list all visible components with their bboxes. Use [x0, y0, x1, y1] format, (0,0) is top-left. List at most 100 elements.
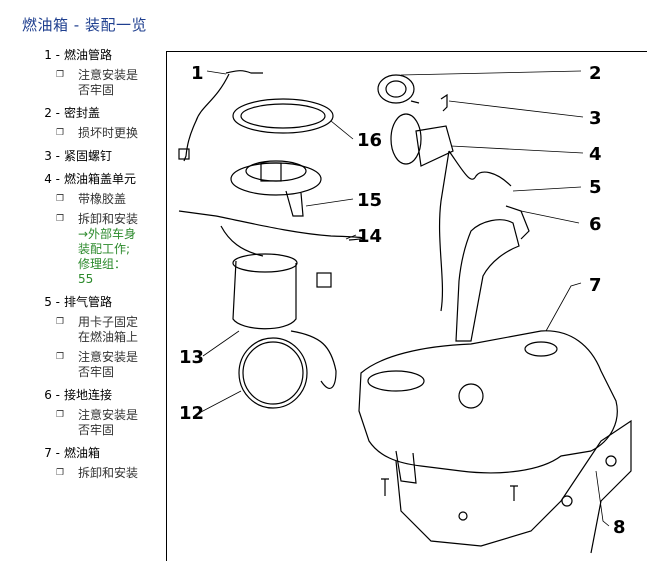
item-note: 损坏时更换	[78, 126, 139, 140]
sealing-cap-2-tether	[410, 100, 420, 104]
cap-unit-15-top	[245, 160, 307, 182]
checkbox-icon: ❐	[56, 128, 65, 138]
strap-bolt	[381, 478, 389, 496]
heat-shield-8	[395, 419, 632, 554]
callout-14: 14	[357, 226, 382, 247]
item-note: 拆卸和安装	[78, 212, 139, 226]
checkbox-icon: ❐	[56, 317, 65, 327]
leader-2	[400, 70, 582, 76]
item-label: 接地连接	[64, 388, 113, 402]
fuel-line-1	[183, 70, 263, 162]
o-ring-12	[238, 337, 308, 409]
list-item: 2 - 密封盖 ❐ 损坏时更换	[38, 106, 160, 141]
seal-ring-16-inner	[240, 103, 326, 129]
item-note: 注意安装是否牢固	[78, 408, 139, 437]
fuel-line-clip	[178, 148, 190, 160]
pump-lead	[290, 330, 337, 389]
list-item: 6 - 接地连接 ❐ 注意安装是否牢固	[38, 388, 160, 438]
checkbox-icon: ❐	[56, 410, 65, 420]
o-ring-12-inner	[242, 341, 304, 405]
checkbox-icon: ❐	[56, 214, 65, 224]
list-item: 1 - 燃油管路 ❐ 注意安装是否牢固	[38, 48, 160, 98]
pump-module-13-top	[232, 253, 298, 273]
pump-wire	[220, 225, 264, 257]
callout-15: 15	[357, 190, 382, 211]
item-number: 3 -	[44, 149, 60, 163]
diagram-svg: 1 2 3 4 5 6 7 8 12 13 14 15 16	[178, 63, 632, 554]
item-label: 燃油管路	[64, 48, 113, 62]
callout-13: 13	[179, 347, 204, 368]
leader-13	[202, 330, 240, 357]
checkbox-icon: ❐	[56, 70, 65, 80]
leader-1	[206, 70, 227, 75]
callout-4: 4	[589, 144, 602, 165]
checkbox-icon: ❐	[56, 468, 65, 478]
pump-connector	[316, 272, 332, 288]
strap-bolt	[510, 485, 518, 501]
fuel-tank-7	[358, 330, 618, 474]
list-item: 3 - 紧固螺钉	[38, 149, 160, 164]
item-number: 7 -	[44, 446, 60, 460]
item-note: 拆卸和安装	[78, 466, 139, 480]
sealing-cap-2	[377, 74, 415, 104]
tank-cap-unit-4-body	[415, 125, 454, 167]
tank-flange	[367, 370, 425, 392]
tank-drain	[458, 383, 484, 409]
cap-unit-15-pump	[285, 190, 304, 217]
tank-strap	[395, 450, 417, 484]
tank-cap-unit-4	[390, 113, 422, 165]
screw-3	[440, 93, 448, 112]
item-number: 2 -	[44, 106, 60, 120]
list-item: 4 - 燃油箱盖单元 ❐ 带橡胶盖 ❐ 拆卸和安装 →外部车身装配工作; 修理组：55	[38, 172, 160, 287]
leader-15	[305, 198, 354, 207]
leader-3	[448, 100, 584, 118]
leader-4	[450, 145, 584, 154]
callout-1: 1	[191, 63, 204, 84]
cap-unit-15	[230, 162, 322, 196]
item-number: 6 -	[44, 388, 60, 402]
repair-group-link[interactable]: →外部车身装配工作; 修理组：55	[78, 227, 137, 286]
item-label: 燃油箱盖单元	[64, 172, 137, 186]
list-item: 7 - 燃油箱 ❐ 拆卸和安装	[38, 446, 160, 481]
vent-line-5	[438, 150, 512, 312]
tank-fitting	[524, 341, 558, 357]
leader-6	[520, 210, 580, 224]
ground-connection-6	[505, 205, 530, 240]
fuel-line-14	[178, 210, 364, 241]
filler-neck	[455, 219, 520, 342]
pump-module-13	[232, 260, 297, 330]
leader-14	[345, 234, 357, 240]
callout-6: 6	[589, 214, 602, 235]
leader-7	[545, 282, 582, 332]
checkbox-icon: ❐	[56, 352, 65, 362]
sealing-cap-2-inner	[385, 80, 407, 98]
item-note: 注意安装是否牢固	[78, 350, 139, 379]
item-number: 4 -	[44, 172, 60, 186]
item-label: 燃油箱	[64, 446, 101, 460]
item-number: 1 -	[44, 48, 60, 62]
callout-5: 5	[589, 177, 602, 198]
leader-5	[512, 186, 582, 192]
checkbox-icon: ❐	[56, 194, 65, 204]
callout-8: 8	[613, 517, 626, 538]
callout-2: 2	[589, 63, 602, 84]
shield-hole	[458, 511, 468, 521]
page-title: 燃油箱 - 装配一览	[22, 16, 147, 34]
leader-8	[595, 470, 610, 527]
leader-12	[200, 390, 242, 413]
item-note: 带橡胶盖	[78, 192, 127, 206]
item-label: 紧固螺钉	[64, 149, 113, 163]
cap-unit-15-connector	[260, 162, 282, 182]
seal-ring-16	[232, 98, 334, 134]
callout-16: 16	[357, 130, 382, 151]
item-number: 5 -	[44, 295, 60, 309]
item-label: 排气管路	[64, 295, 113, 309]
parts-list: 1 -燃油管路 ❐注意安装是否牢固 2 -密封盖 ❐损坏时更换 3 -紧固螺钉 …	[38, 48, 160, 489]
callout-3: 3	[589, 108, 602, 129]
shield-bolt	[561, 495, 573, 507]
item-note: 注意安装是否牢固	[78, 68, 139, 97]
exploded-diagram: 1 2 3 4 5 6 7 8 12 13 14 15 16	[166, 51, 647, 561]
item-label: 密封盖	[64, 106, 101, 120]
list-item: 5 - 排气管路 ❐ 用卡子固定在燃油箱上 ❐ 注意安装是否牢固	[38, 295, 160, 380]
item-note: 用卡子固定在燃油箱上	[78, 315, 139, 344]
